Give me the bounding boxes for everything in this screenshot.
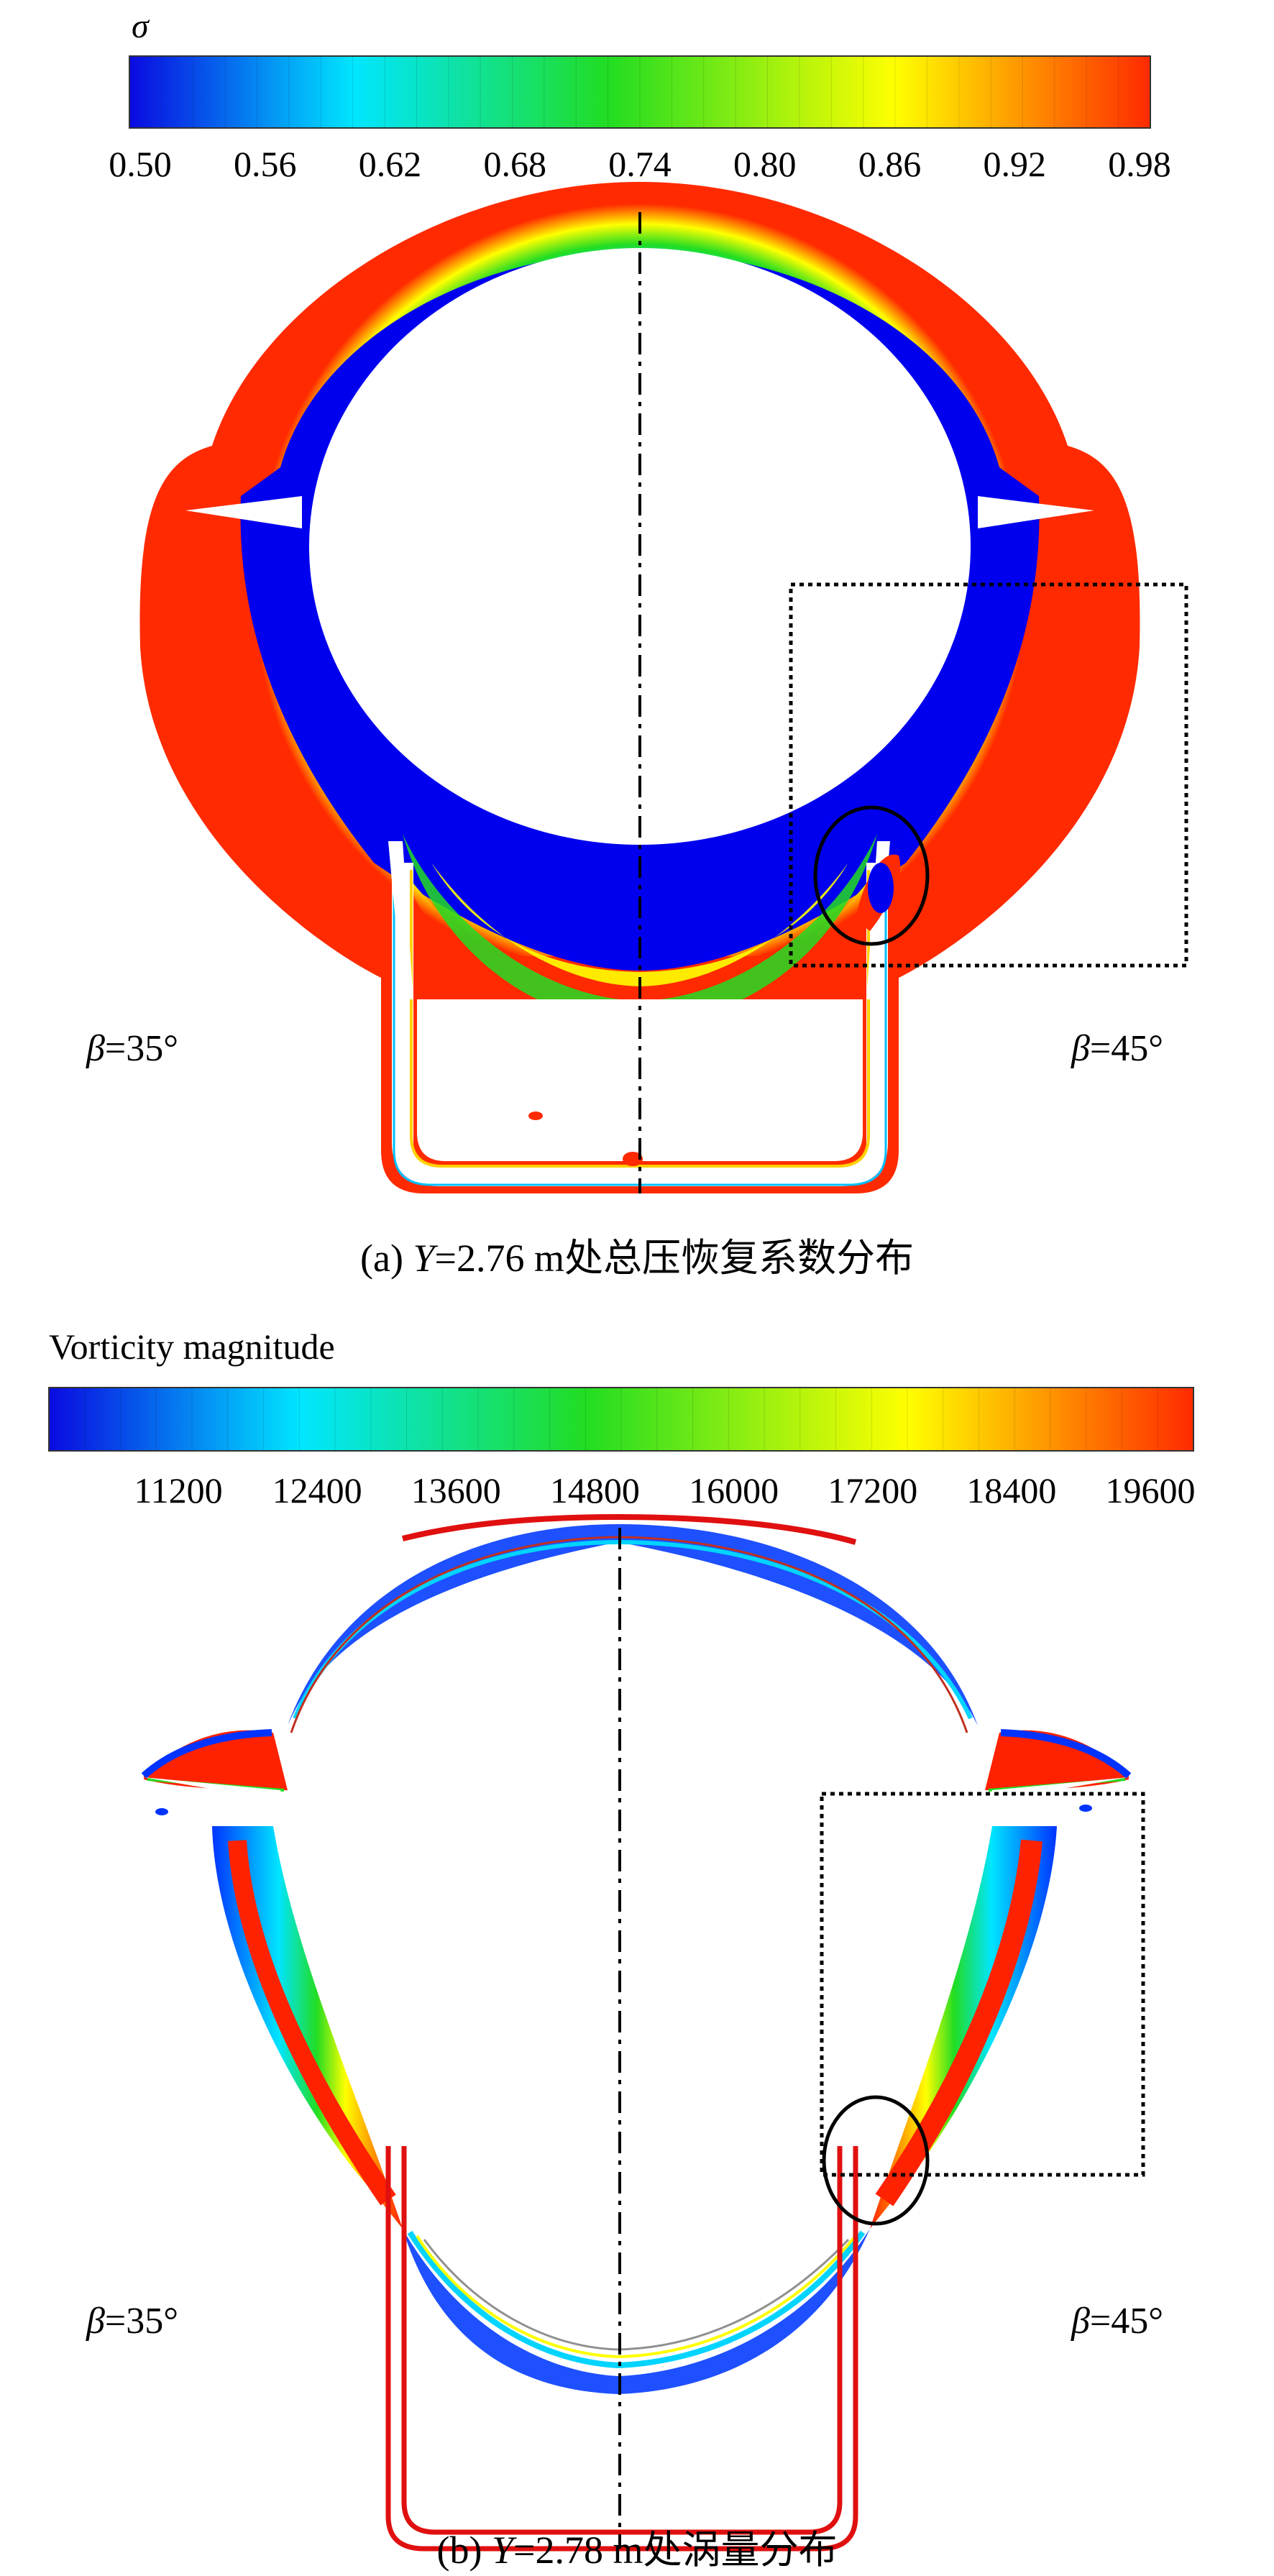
colorbar-b-tick-1: 12400 (272, 1470, 362, 1511)
figure-b-canvas: Vorticity magnitude 11200 12400 13600 14800… (48, 1326, 1196, 2572)
left-angle-label-b: β=35° (86, 2301, 178, 2342)
colorbar-a-tick-2: 0.62 (359, 144, 422, 184)
legend-title-vorticity: Vorticity magnitude (49, 1326, 335, 1367)
colorbar-a (129, 55, 1151, 129)
legend-symbol-sigma: σ (132, 7, 150, 45)
colorbar-b-tick-0: 11200 (134, 1470, 222, 1511)
colorbar-b-tick-labels: 11200 12400 13600 14800 16000 17200 18400 19600 (134, 1470, 1195, 1511)
caption-b: (b) Y=2.78 m处涡量分布 (437, 2529, 838, 2572)
colorbar-a-tick-6: 0.86 (858, 144, 922, 184)
colorbar-a-tick-5: 0.80 (733, 144, 797, 184)
colorbar-a-tick-0: 0.50 (109, 144, 172, 184)
highlight-ellipse-a (813, 805, 930, 946)
colorbar-a-tick-1: 0.56 (234, 144, 297, 184)
colorbar-b-tick-2: 13600 (411, 1470, 501, 1511)
colorbar-a-tick-4: 0.74 (608, 144, 672, 184)
colorbar-b-tick-5: 17200 (828, 1470, 917, 1511)
colorbar-b-tick-4: 16000 (689, 1470, 779, 1511)
colorbar-a-tick-8: 0.98 (1108, 144, 1171, 184)
caption-a: (a) Y=2.76 m处总压恢复系数分布 (360, 1237, 914, 1280)
colorbar-b-tick-6: 18400 (966, 1470, 1056, 1511)
colorbar-a-tick-3: 0.68 (484, 144, 547, 184)
highlight-box-b (820, 1792, 1145, 2177)
figure-a-total-pressure-recovery: σ 0.50 0.56 0.62 0.68 0.74 0.80 0.86 0.92 0.98 (86, 7, 1188, 1280)
figure-a-canvas: σ 0.50 0.56 0.62 0.68 0.74 0.80 0.86 0.92 0.98 (86, 7, 1188, 1280)
colorbar-a-tick-7: 0.92 (984, 144, 1047, 184)
highlight-ellipse-b (822, 2095, 930, 2226)
right-angle-label-a: β=45° (1071, 1028, 1163, 1069)
left-angle-label-a: β=35° (86, 1028, 178, 1069)
contour-b-body (141, 1513, 1132, 2552)
figure-b-vorticity: Vorticity magnitude 11200 12400 13600 14800… (0, 1294, 1274, 2576)
colorbar-b-tick-3: 14800 (550, 1470, 640, 1511)
colorbar-b-tick-7: 19600 (1106, 1470, 1196, 1511)
colorbar-a-tick-labels: 0.50 0.56 0.62 0.68 0.74 0.80 0.86 0.92 0.98 (109, 144, 1171, 184)
colorbar-b (48, 1387, 1194, 1452)
right-angle-label-b: β=45° (1071, 2301, 1163, 2342)
